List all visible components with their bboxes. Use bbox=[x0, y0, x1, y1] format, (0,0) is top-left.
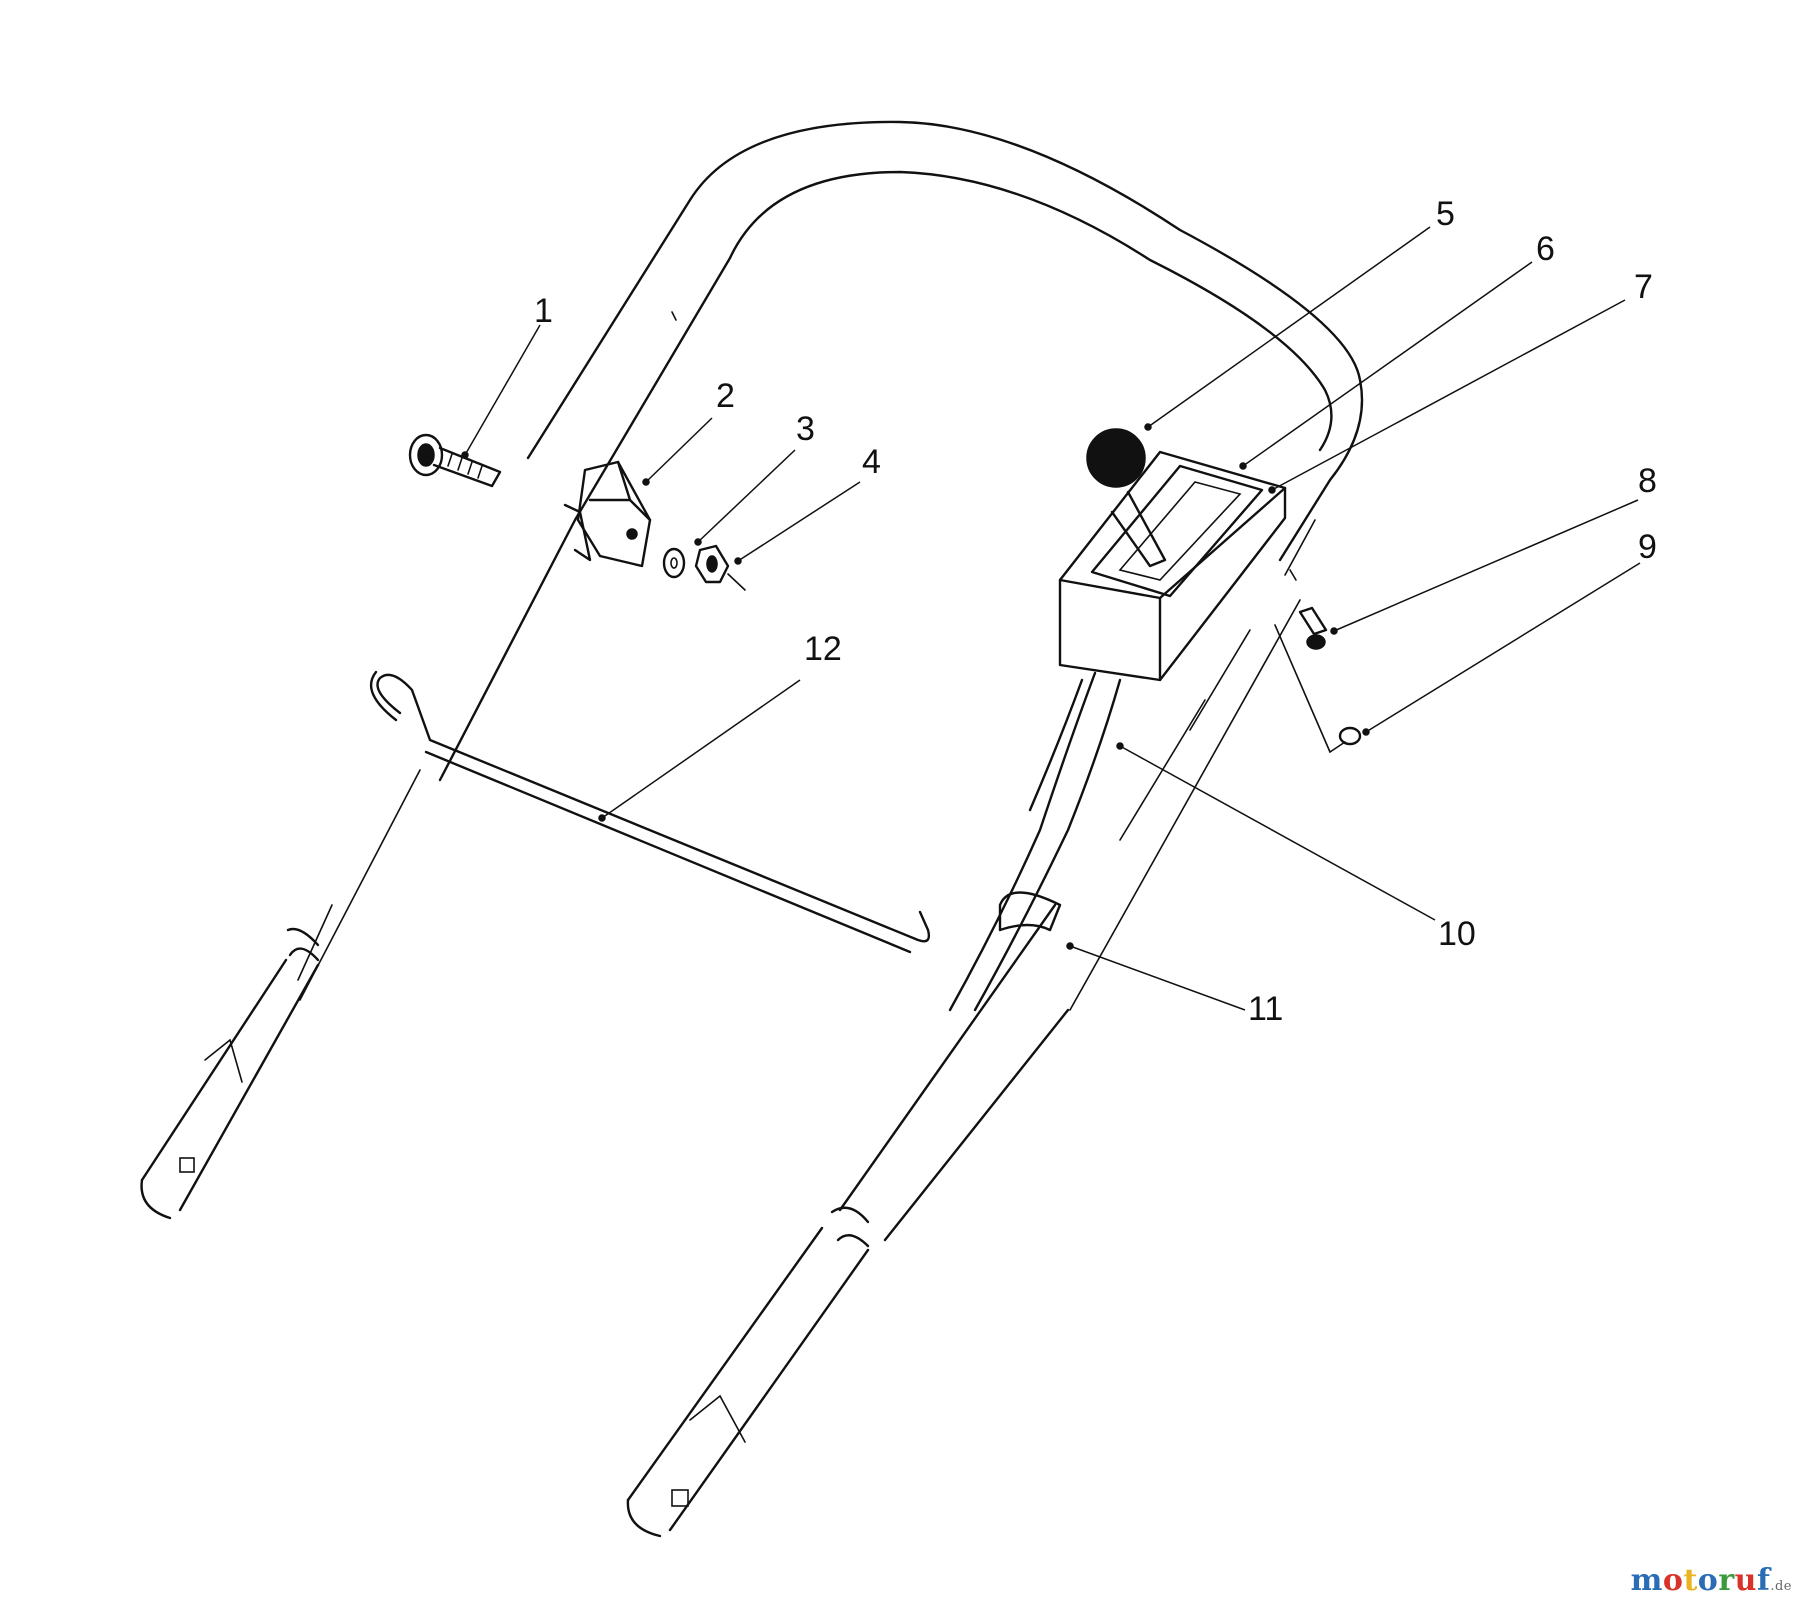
callout-8: 8 bbox=[1638, 462, 1657, 500]
part-3-washer bbox=[662, 547, 686, 579]
watermark-letter: o bbox=[1662, 1563, 1684, 1598]
callout-11: 11 bbox=[1248, 990, 1283, 1028]
part-4-nut bbox=[694, 544, 746, 591]
part-2-bracket bbox=[563, 460, 652, 568]
callout-1: 1 bbox=[534, 292, 553, 330]
leader-lines bbox=[461, 226, 1641, 1011]
watermark-suffix: .de bbox=[1770, 1579, 1792, 1594]
callout-6: 6 bbox=[1536, 230, 1555, 268]
callout-12: 12 bbox=[804, 630, 842, 668]
callout-7: 7 bbox=[1634, 268, 1653, 306]
callout-2: 2 bbox=[716, 377, 735, 415]
watermark-letter: t bbox=[1683, 1563, 1698, 1598]
callout-9: 9 bbox=[1638, 528, 1657, 566]
watermark-letter: o bbox=[1697, 1563, 1719, 1598]
callout-3: 3 bbox=[796, 410, 815, 448]
watermark-logo: motoruf.de bbox=[1631, 1563, 1792, 1598]
part-11-cable-tie bbox=[998, 891, 1062, 932]
watermark-letter: r bbox=[1718, 1563, 1735, 1598]
part-1-carriage-bolt bbox=[408, 433, 502, 488]
left-lower-tube bbox=[140, 927, 320, 1220]
watermark-letter: f bbox=[1756, 1563, 1771, 1598]
callout-4: 4 bbox=[862, 443, 881, 481]
callout-5: 5 bbox=[1436, 195, 1455, 233]
handle-upper bbox=[297, 120, 1364, 1011]
part-8-screw bbox=[1298, 606, 1328, 650]
right-lower-tube bbox=[626, 903, 1070, 1538]
part-10-cable bbox=[948, 671, 1122, 1012]
control-box-assembly bbox=[1058, 428, 1287, 682]
part-12-control-rod bbox=[369, 670, 931, 954]
callout-10: 10 bbox=[1438, 915, 1476, 953]
part-9-nut bbox=[1274, 624, 1362, 753]
watermark-letter: u bbox=[1734, 1563, 1757, 1598]
watermark-letter: m bbox=[1630, 1563, 1663, 1598]
